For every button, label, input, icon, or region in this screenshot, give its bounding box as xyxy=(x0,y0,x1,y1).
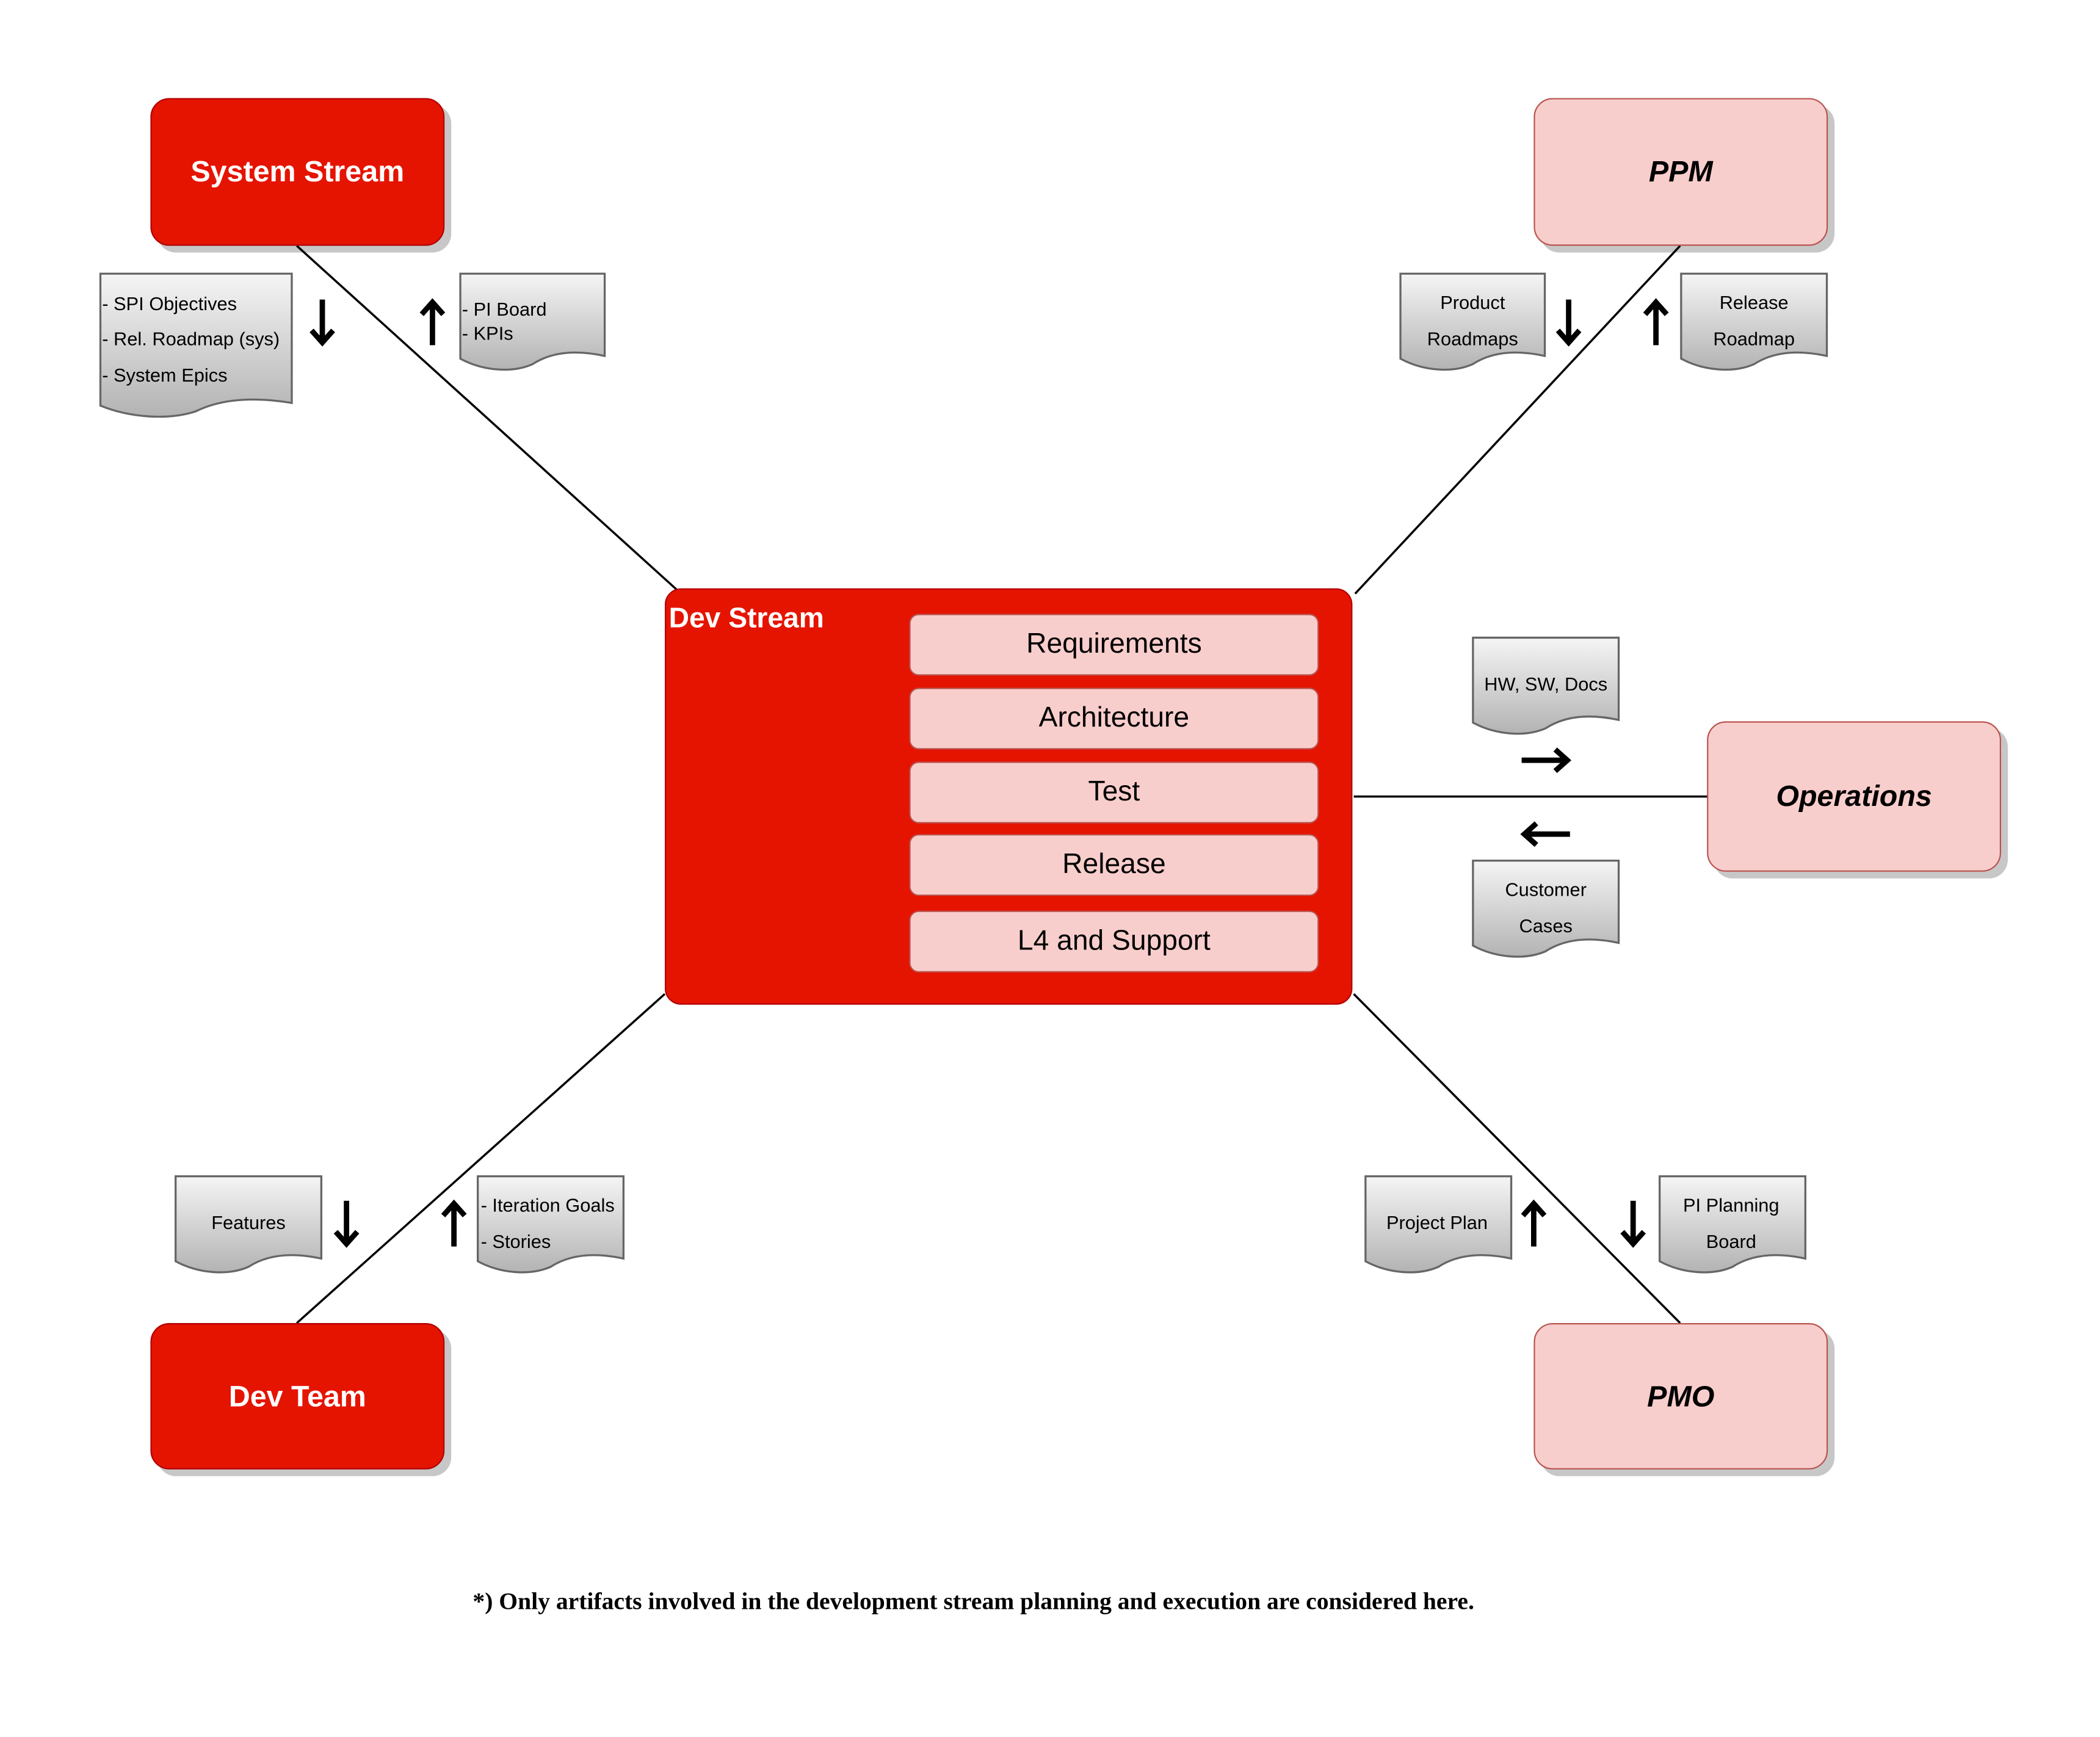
arrow-down-icon xyxy=(1555,299,1582,347)
document-shape xyxy=(1472,636,1620,735)
stage-test[interactable]: Test xyxy=(909,761,1319,824)
footnote: *) Only artifacts involved in the develo… xyxy=(472,1587,1474,1615)
doc-line: - SPI Objectives xyxy=(102,292,237,314)
doc-ppm-up: Release Roadmap xyxy=(1680,272,1828,372)
doc-line: - KPIs xyxy=(462,322,513,344)
doc-line: Project Plan xyxy=(1386,1211,1488,1233)
document-shape xyxy=(1472,860,1620,958)
doc-line: - Rel. Roadmap (sys) xyxy=(102,327,280,349)
arrow-down-icon xyxy=(1620,1200,1646,1248)
connector-dev-team xyxy=(296,993,666,1324)
arrow-up-icon xyxy=(1643,298,1669,346)
doc-pmo-down: PI Planning Board xyxy=(1659,1175,1807,1275)
system-stream-label: System Stream xyxy=(190,154,405,188)
doc-devteam-down: Features xyxy=(175,1175,323,1275)
doc-ops-out: HW, SW, Docs xyxy=(1472,636,1620,736)
doc-ppm-down: Product Roadmaps xyxy=(1399,272,1546,372)
arrow-left-icon xyxy=(1520,821,1570,847)
doc-line: Product xyxy=(1440,291,1505,313)
operations-label: Operations xyxy=(1776,779,1932,813)
doc-system-down: - SPI Objectives - Rel. Roadmap (sys) - … xyxy=(99,272,293,419)
doc-ops-in: Customer Cases xyxy=(1472,860,1620,959)
dev-stream-title: Dev Stream xyxy=(668,603,824,634)
doc-line: Features xyxy=(211,1211,286,1233)
document-shape xyxy=(1680,272,1828,371)
dev-team-label: Dev Team xyxy=(228,1379,366,1413)
operations-node[interactable]: Operations xyxy=(1707,721,2001,872)
ppm-node[interactable]: PPM xyxy=(1533,98,1828,246)
document-shape xyxy=(1399,272,1546,371)
document-shape xyxy=(99,272,293,418)
arrow-down-icon xyxy=(333,1200,360,1248)
doc-line: Roadmaps xyxy=(1427,327,1518,349)
connector-ppm xyxy=(1354,245,1681,595)
doc-line: - Iteration Goals xyxy=(480,1194,615,1216)
connector-system-stream xyxy=(296,245,679,592)
doc-pmo-up: Project Plan xyxy=(1364,1175,1513,1275)
doc-line: HW, SW, Docs xyxy=(1484,673,1608,695)
stage-requirements[interactable]: Requirements xyxy=(909,614,1319,676)
dev-team-node[interactable]: Dev Team xyxy=(150,1323,445,1470)
doc-line: - Stories xyxy=(480,1230,551,1252)
doc-line: - System Epics xyxy=(102,364,228,386)
stage-release[interactable]: Release xyxy=(909,834,1319,896)
connector-pmo xyxy=(1353,993,1681,1324)
document-shape xyxy=(175,1175,323,1274)
document-shape xyxy=(1364,1175,1513,1274)
arrow-down-icon xyxy=(310,299,335,347)
arrow-up-icon xyxy=(441,1199,467,1247)
stage-l4-support[interactable]: L4 and Support xyxy=(909,910,1319,973)
system-stream-node[interactable]: System Stream xyxy=(150,98,445,246)
doc-line: Release xyxy=(1719,291,1789,313)
arrow-up-icon xyxy=(419,298,446,346)
doc-line: Customer xyxy=(1505,878,1587,900)
doc-line: Cases xyxy=(1519,915,1573,937)
doc-line: Roadmap xyxy=(1713,327,1795,349)
ppm-label: PPM xyxy=(1648,154,1713,188)
doc-devteam-up: - Iteration Goals - Stories xyxy=(477,1175,625,1275)
doc-line: Board xyxy=(1706,1230,1756,1252)
document-shape xyxy=(477,1175,625,1274)
arrow-up-icon xyxy=(1521,1199,1547,1247)
doc-system-up: - PI Board - KPIs xyxy=(459,272,606,372)
stage-architecture[interactable]: Architecture xyxy=(909,687,1319,750)
document-shape xyxy=(459,272,606,371)
doc-line: PI Planning xyxy=(1683,1194,1780,1216)
dev-stream-container[interactable]: Dev Stream Requirements Architecture Tes… xyxy=(665,588,1353,1005)
pmo-label: PMO xyxy=(1647,1379,1715,1413)
pmo-node[interactable]: PMO xyxy=(1533,1323,1828,1470)
document-shape xyxy=(1659,1175,1807,1274)
arrow-right-icon xyxy=(1521,747,1572,774)
doc-line: - PI Board xyxy=(462,298,547,320)
